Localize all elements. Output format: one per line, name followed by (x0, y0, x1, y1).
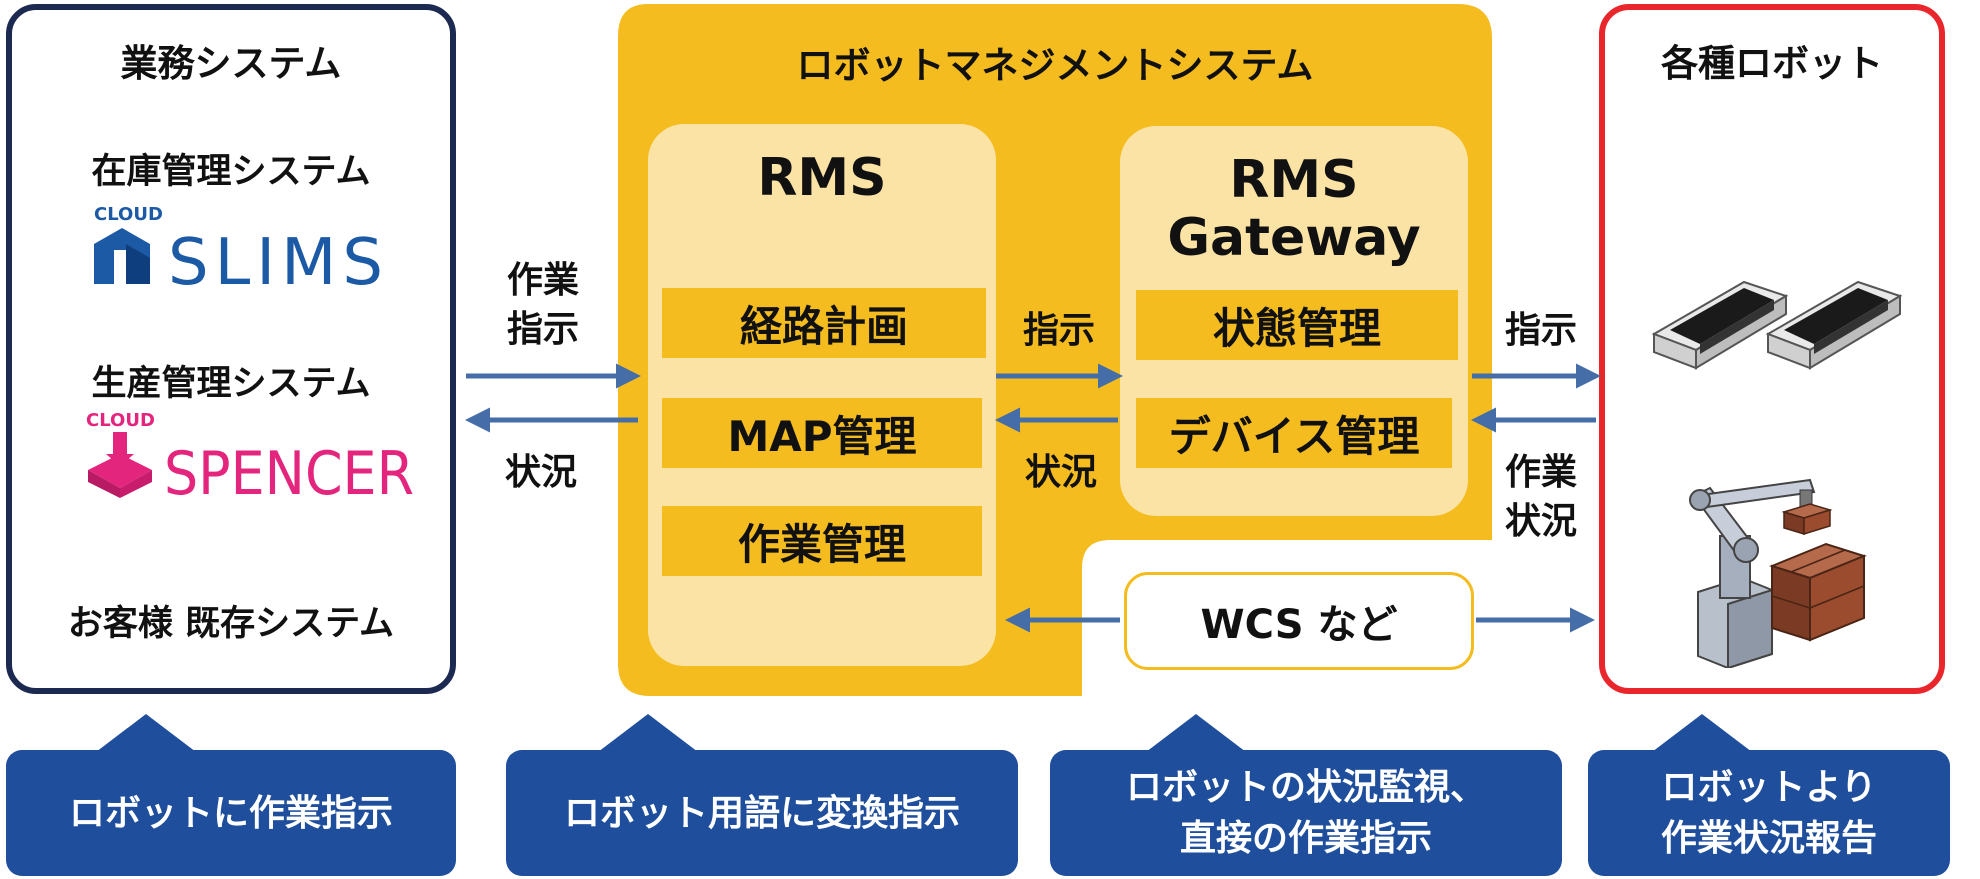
production-system-name: 生産管理システム (91, 363, 371, 404)
rms-function-work-management: 作業管理 (662, 506, 982, 576)
slims-logo-small: CLOUD (94, 204, 163, 225)
inventory-system-name: 在庫管理システム (91, 151, 371, 192)
gateway-title-line2: Gateway (1167, 208, 1421, 268)
flow-label-work-instruction: 作業 指示 (506, 260, 579, 350)
agv-robot-icon (1765, 280, 1903, 370)
slims-logo-main: SLIMS (168, 226, 389, 292)
rms-title: RMS (757, 148, 887, 208)
flow-label-work-status-right: 作業 状況 (1504, 452, 1577, 542)
business-system-panel (6, 4, 456, 694)
bubble-business: ロボットに作業指示 (6, 750, 456, 876)
business-system-title: 業務システム (120, 42, 342, 85)
rms-function-route-planning: 経路計画 (662, 288, 986, 358)
gateway-title-line1: RMS (1229, 150, 1359, 210)
slims-logo-mark-icon (94, 228, 150, 284)
gateway-function-device-management: デバイス管理 (1136, 398, 1452, 468)
gateway-function-state-management: 状態管理 (1136, 290, 1458, 360)
slims-logo: CLOUD SLIMS (92, 202, 412, 300)
agv-robot-icon (1651, 280, 1789, 370)
flow-label-instruction-center: 指示 (1022, 310, 1095, 351)
flow-label-instruction-right: 指示 (1504, 310, 1577, 351)
robot-arm-icon (1689, 478, 1867, 668)
bubble-gateway: ロボットの状況監視、 直接の作業指示 (1050, 750, 1562, 876)
bubble-pointers (96, 714, 1752, 752)
rms-function-map-management: MAP管理 (662, 398, 982, 468)
flow-label-status-left: 状況 (504, 452, 577, 493)
spencer-logo: CLOUD SPENCER (84, 408, 420, 509)
wcs-box: WCS など (1124, 572, 1474, 670)
flow-label-status-center: 状況 (1024, 452, 1097, 493)
spencer-logo-mark-icon (88, 432, 152, 498)
robots-title: 各種ロボット (1661, 42, 1883, 85)
spencer-logo-small: CLOUD (86, 410, 155, 431)
bubble-rms: ロボット用語に変換指示 (506, 750, 1018, 876)
existing-system-label: お客様 既存システム (67, 603, 395, 644)
spencer-logo-main: SPENCER (164, 439, 414, 500)
rms-system-title: ロボットマネジメントシステム (796, 44, 1314, 87)
bubble-robots: ロボットより 作業状況報告 (1588, 750, 1950, 876)
